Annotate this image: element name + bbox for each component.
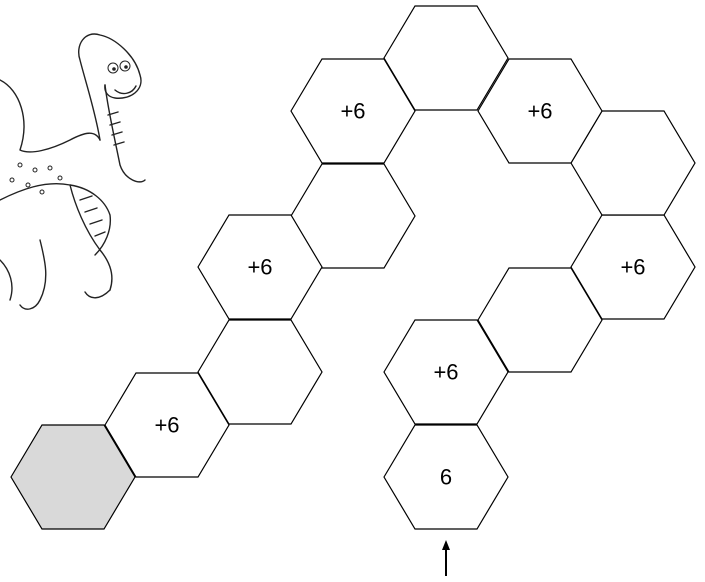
hex-cell[interactable]: +6: [197, 214, 323, 320]
hex-label: +6: [340, 99, 365, 124]
start-hex-cell[interactable]: 6: [383, 424, 509, 530]
arrow-up-icon: [442, 540, 450, 576]
hex-shape: [104, 372, 230, 478]
hex-label: +6: [154, 413, 179, 438]
hex-shape: [290, 58, 416, 164]
hex-cell[interactable]: +6: [570, 214, 696, 320]
hex-cell[interactable]: [477, 267, 603, 373]
hex-label: +6: [620, 255, 645, 280]
hex-shape: [477, 267, 603, 373]
hex-cell[interactable]: +6: [383, 319, 509, 425]
hex-label: 6: [440, 465, 452, 490]
hex-shape: [383, 424, 509, 530]
goal-hex-cell[interactable]: [10, 424, 136, 530]
dinosaur-illustration: [0, 33, 146, 310]
hex-label: +6: [527, 99, 552, 124]
hex-cell[interactable]: +6: [104, 372, 230, 478]
hex-shape: [10, 424, 136, 530]
hex-label: +6: [433, 360, 458, 385]
hex-cell[interactable]: +6: [477, 58, 603, 164]
hex-shape: [197, 214, 323, 320]
hex-label: +6: [247, 255, 272, 280]
hex-shape: [383, 319, 509, 425]
hex-cell[interactable]: +6: [290, 58, 416, 164]
hex-shape: [477, 58, 603, 164]
